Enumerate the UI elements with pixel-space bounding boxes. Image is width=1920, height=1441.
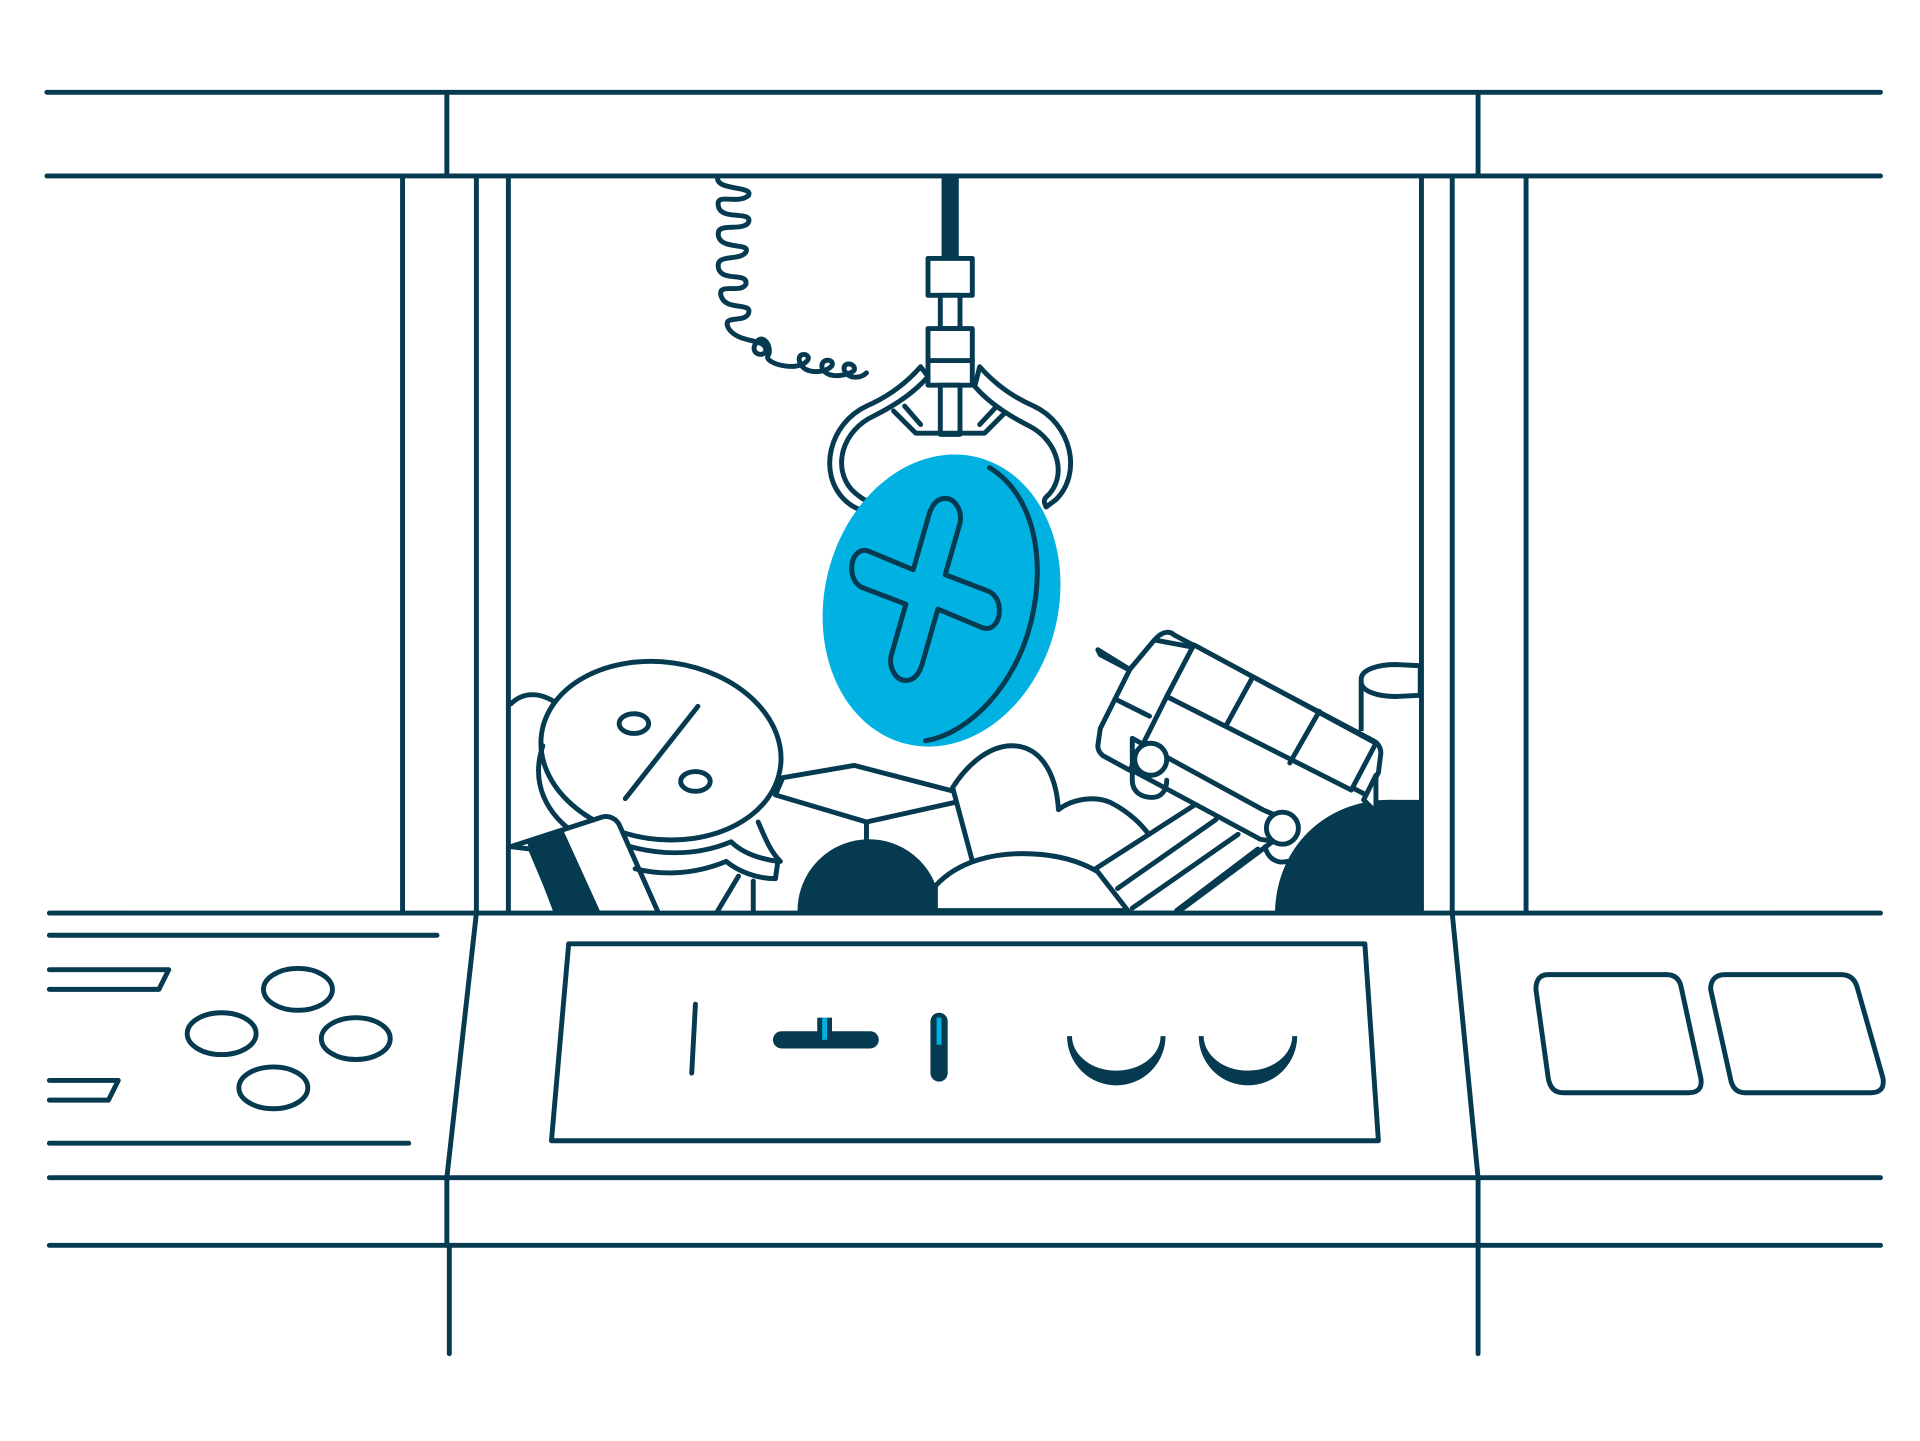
side-panels bbox=[1533, 972, 1886, 1096]
joystick-vertical[interactable] bbox=[930, 1012, 948, 1082]
claw bbox=[715, 175, 1073, 515]
prize-door[interactable] bbox=[1533, 972, 1704, 1096]
prize-ball bbox=[822, 454, 1061, 747]
button-right[interactable] bbox=[1198, 1036, 1298, 1086]
coin-return-door[interactable] bbox=[1708, 972, 1886, 1096]
prize-pile bbox=[508, 629, 1423, 916]
coin-icon bbox=[318, 1015, 393, 1062]
coin-icon bbox=[184, 1010, 259, 1058]
machine-body bbox=[46, 910, 1883, 1357]
claw-rod bbox=[941, 175, 959, 259]
plus-icon bbox=[849, 495, 1002, 683]
joystick-horizontal[interactable] bbox=[772, 1017, 879, 1049]
machine-frame bbox=[44, 89, 1883, 916]
control-panel bbox=[548, 941, 1381, 1144]
coin-icon bbox=[236, 1064, 311, 1112]
coin-panel bbox=[46, 932, 440, 1146]
button-left[interactable] bbox=[1067, 1036, 1166, 1086]
coin-icon bbox=[261, 965, 335, 1013]
